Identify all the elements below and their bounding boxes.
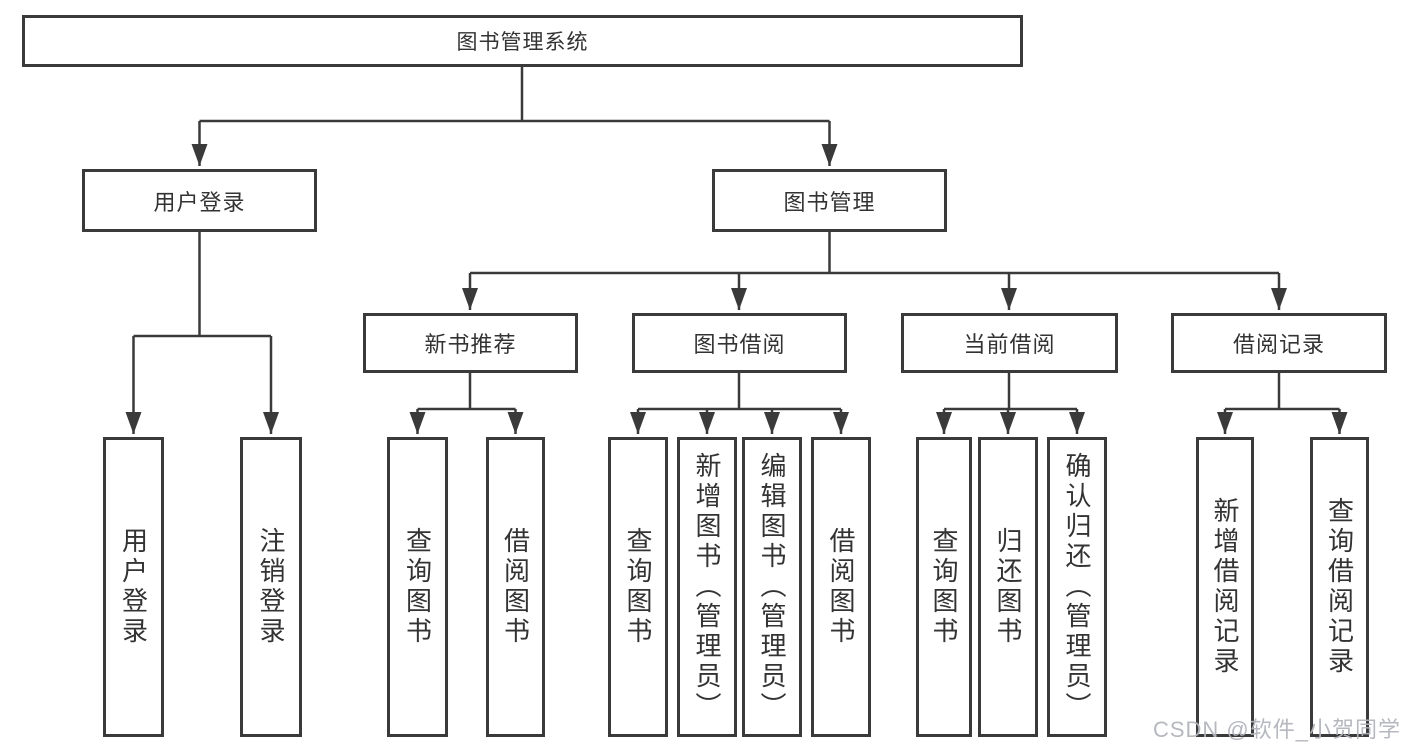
node-label: 查询图书 [929,527,959,647]
node-label: 新增借阅记录 [1210,497,1240,677]
leaf-newbook-borrow-books: 借阅图书 [486,437,545,737]
node-label: 注销登录 [256,527,286,647]
node-label: 用户登录 [153,189,246,215]
node-label: 编辑图书（管理员） [757,452,787,722]
leaf-borrow-borrow-books: 借阅图书 [811,437,871,737]
node-label: 借阅图书 [500,527,531,647]
leaf-current-query-books: 查询图书 [916,437,972,737]
node-user-login: 用户登录 [82,169,317,232]
node-label: 用户登录 [118,527,149,647]
node-label: 借阅图书 [826,527,856,647]
node-label: 查询图书 [402,527,433,647]
node-label: 确认归还（管理员） [1062,452,1092,722]
node-label: 新增图书（管理员） [692,452,722,722]
leaf-newbook-query-books: 查询图书 [387,437,448,737]
node-current-borrowing: 当前借阅 [901,313,1118,373]
node-label: 图书管理系统 [456,31,589,54]
node-label: 查询图书 [623,527,653,647]
node-label: 新书推荐 [424,332,517,357]
leaf-user-login: 用户登录 [103,437,164,737]
node-library-management-system: 图书管理系统 [22,15,1023,67]
node-label: 查询借阅记录 [1324,497,1355,677]
node-new-book-recommendation: 新书推荐 [363,313,578,373]
node-label: 当前借阅 [963,332,1056,357]
leaf-current-confirm-return-admin: 确认归还（管理员） [1047,437,1107,737]
node-label: 借阅记录 [1232,332,1325,357]
node-borrowing-records: 借阅记录 [1171,313,1387,373]
node-label: 图书借阅 [693,332,786,357]
node-book-management: 图书管理 [712,169,947,232]
leaf-records-add-borrow-record: 新增借阅记录 [1196,437,1254,737]
node-label: 图书管理 [783,189,876,215]
node-book-borrowing: 图书借阅 [632,313,847,373]
csdn-watermark: CSDN @软件_小贺同学 [1152,717,1401,742]
leaf-borrow-query-books: 查询图书 [608,437,668,737]
leaf-borrow-add-books-admin: 新增图书（管理员） [677,437,737,737]
leaf-records-query-borrow-record: 查询借阅记录 [1310,437,1369,737]
leaf-current-return-books: 归还图书 [978,437,1038,737]
node-label: 归还图书 [993,527,1023,647]
leaf-borrow-edit-books-admin: 编辑图书（管理员） [742,437,802,737]
leaf-logout: 注销登录 [240,437,302,737]
